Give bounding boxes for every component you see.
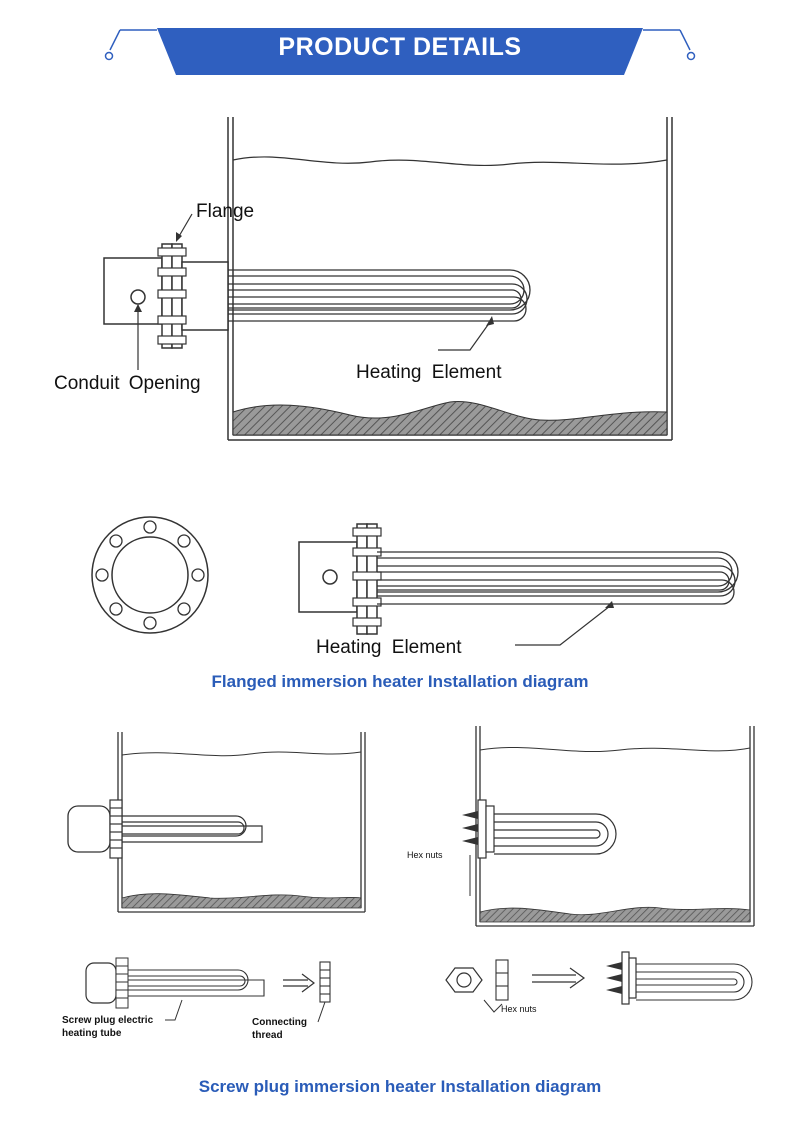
label-connecting-thread-2: thread [252,1030,283,1041]
heating-leader-side [515,605,611,646]
hex-leader-bottom [483,999,503,1013]
br-heater-tubes [636,963,753,1001]
flange-face [91,516,209,634]
flange-leader [177,213,193,239]
banner-right-hook [679,29,691,51]
label-screw-plug-tube-2: heating tube [62,1028,122,1039]
label-conduit-opening: Conduit Opening [54,373,201,394]
caption-flanged: Flanged immersion heater Installation di… [211,672,589,691]
label-flange: Flange [196,201,255,222]
side-conduit-box [298,541,358,613]
label-hex-nuts-bottom: Hex nuts [501,1004,537,1014]
left-tank-sediment [121,893,362,909]
right-heater-flange [477,799,495,859]
hex-nut-face [445,967,483,993]
heating-tubes-side [377,551,739,605]
connecting-thread-part [319,961,331,1003]
left-screw-head [67,805,111,853]
side-flange-bolts [352,527,382,627]
heating-tubes-top [228,269,531,322]
thread-leader [317,1001,326,1023]
label-connecting-thread-1: Connecting [252,1017,307,1028]
br-hex-nuts [606,962,622,994]
banner-left-hook [109,29,121,51]
banner-right-dot [686,51,696,61]
heating-arrowhead-side [605,601,614,608]
tube-leader [165,999,183,1021]
water-surface [232,156,668,167]
banner [104,28,696,75]
banner-left-dot [104,51,114,61]
br-heater-flange [621,951,637,1005]
right-tank-water [479,746,751,753]
label-screw-plug-tube-1: Screw plug electric [62,1015,154,1026]
banner-ribbon [157,28,643,75]
banner-title: PRODUCT DETAILS [278,33,522,61]
sediment-layer [232,400,668,436]
left-heater-tubes [122,815,263,843]
right-tank-sediment [479,906,751,923]
caption-screw-plug: Screw plug immersion heater Installation… [198,1077,602,1096]
label-heating-element-top: Heating Element [356,362,502,383]
hex-nut-hole [456,972,472,988]
conduit-arrowhead [134,304,142,312]
arrow-right-1 [283,973,315,993]
side-conduit-hole [322,569,338,585]
heating-leader-top [438,321,491,351]
bl-screw-thread [115,957,129,1009]
hex-nut-side [495,959,509,1001]
flange-arrowhead [176,232,182,242]
left-screw-thread [109,799,123,859]
right-heater-tubes [494,813,617,855]
label-hex-nuts-top: Hex nuts [407,850,443,860]
flange-bolts [157,247,187,345]
conduit-box [103,257,163,325]
left-tank-water [121,751,362,757]
bl-heater-tubes [128,969,265,997]
right-hex-nuts [462,811,478,845]
bl-screw-head [85,962,117,1004]
label-heating-element-bottom: Heating Element [316,637,462,658]
flange-bolt-holes [95,520,205,630]
heating-arrowhead-top [486,316,494,326]
arrow-right-2 [532,967,586,989]
